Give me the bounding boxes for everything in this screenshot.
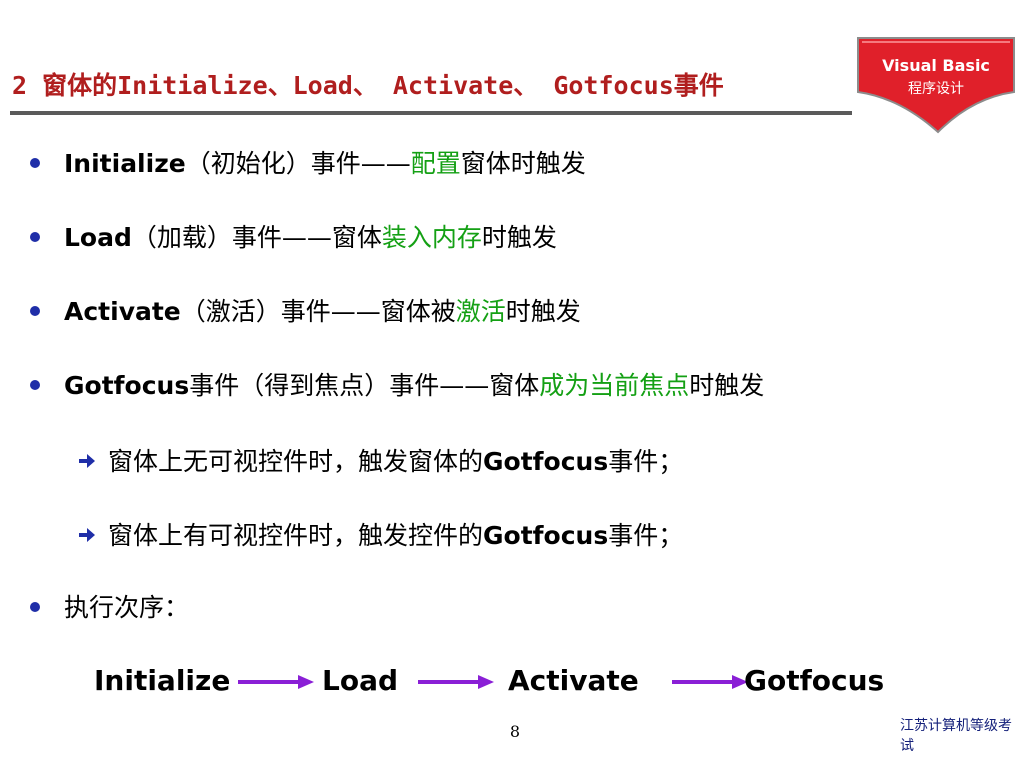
bullet-term: Initialize	[64, 149, 186, 178]
bullet-gotfocus: Gotfocus事件（得到焦点）事件——窗体成为当前焦点时触发	[30, 366, 764, 406]
footer-text: 江苏计算机等级考试	[900, 718, 1012, 754]
logo-sub-text: 程序设计	[908, 81, 964, 97]
bullet-term: Gotfocus	[64, 371, 190, 400]
bullet-initialize: Initialize（初始化）事件——配置窗体时触发	[30, 144, 586, 184]
bullet-paren: （加载）事件——窗体	[131, 223, 382, 252]
bullet-suffix: 窗体时触发	[460, 149, 586, 178]
bullet-dot-icon	[30, 306, 40, 316]
order-step-load: Load	[322, 664, 399, 697]
bullet-activate: Activate（激活）事件——窗体被激活时触发	[30, 292, 581, 332]
title-underline	[10, 111, 852, 115]
logo-main-text: Visual Basic	[882, 56, 990, 75]
sub-item-no-controls: 窗体上无可视控件时，触发窗体的Gotfocus事件；	[78, 442, 683, 482]
order-arrow-icon	[672, 675, 748, 689]
bullet-dot-icon	[30, 380, 40, 390]
bullet-highlight: 成为当前焦点	[539, 371, 690, 400]
order-label: 执行次序：	[64, 593, 190, 622]
right-arrow-icon	[79, 528, 95, 542]
bullet-term: Load	[64, 223, 132, 252]
order-arrow-icon	[418, 675, 494, 689]
sub-item-term: Gotfocus	[483, 521, 609, 550]
bullet-highlight: 配置	[410, 149, 461, 178]
sub-item-prefix: 窗体上无可视控件时，触发窗体的	[108, 447, 484, 476]
order-arrow-icon	[238, 675, 314, 689]
logo-shape	[857, 37, 1015, 134]
page-number: 8	[509, 722, 521, 741]
bullet-dot-icon	[30, 602, 40, 612]
slide-title: 2 窗体的Initialize、Load、 Activate、 Gotfocus…	[12, 71, 724, 100]
bullet-load: Load（加载）事件——窗体装入内存时触发	[30, 218, 557, 258]
order-step-gotfocus: Gotfocus	[744, 664, 885, 697]
bullet-paren: 事件（得到焦点）事件——窗体	[189, 371, 540, 400]
visual-basic-logo: Visual Basic 程序设计	[854, 32, 1018, 136]
bullet-execution-order: 执行次序：	[30, 588, 189, 628]
bullet-suffix: 时触发	[481, 223, 557, 252]
sub-item-suffix: 事件；	[608, 447, 684, 476]
sub-item-suffix: 事件；	[608, 521, 684, 550]
bullet-dot-icon	[30, 232, 40, 242]
order-step-initialize: Initialize	[94, 664, 231, 697]
bullet-highlight: 装入内存	[381, 223, 482, 252]
bullet-paren: （初始化）事件——	[185, 149, 411, 178]
bullet-paren: （激活）事件——窗体被	[180, 297, 456, 326]
sub-item-prefix: 窗体上有可视控件时，触发控件的	[108, 521, 484, 550]
bullet-highlight: 激活	[455, 297, 506, 326]
order-step-activate: Activate	[508, 664, 639, 697]
right-arrow-icon	[79, 454, 95, 468]
bullet-suffix: 时触发	[689, 371, 765, 400]
sub-item-term: Gotfocus	[483, 447, 609, 476]
bullet-suffix: 时触发	[505, 297, 581, 326]
bullet-term: Activate	[64, 297, 181, 326]
bullet-dot-icon	[30, 158, 40, 168]
sub-item-with-controls: 窗体上有可视控件时，触发控件的Gotfocus事件；	[78, 516, 683, 556]
